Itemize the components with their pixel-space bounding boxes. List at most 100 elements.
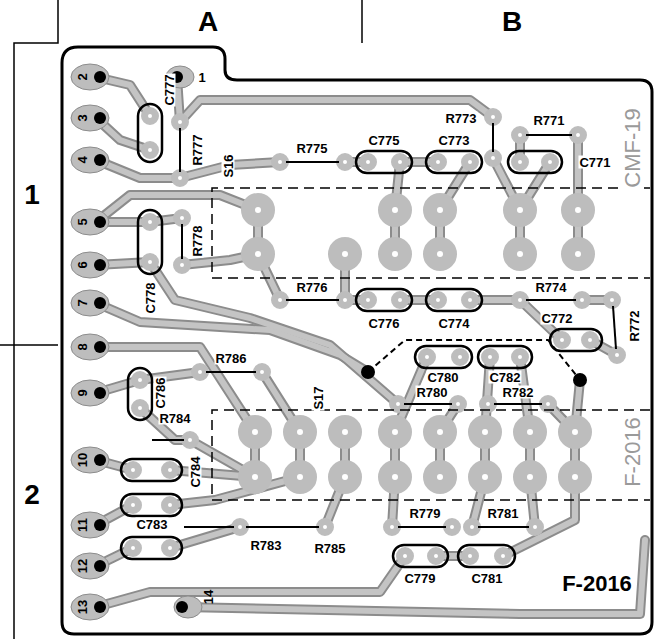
component-pad <box>393 399 404 410</box>
part-label: R771 <box>532 114 565 127</box>
component-pad <box>585 335 596 346</box>
capacitor-outline <box>121 537 182 559</box>
part-label: R782 <box>501 386 534 399</box>
grid-reference: B <box>502 8 522 36</box>
pin-hole <box>94 387 106 399</box>
pin-hole <box>94 71 106 83</box>
capacitor-outline <box>393 545 448 567</box>
capacitor-outline <box>121 104 602 567</box>
pin-hole <box>94 216 106 228</box>
edge-pad <box>71 512 109 538</box>
relay-pad <box>385 422 405 442</box>
capacitor-outline <box>121 494 182 516</box>
relay-pad <box>335 244 355 264</box>
part-label: R775 <box>295 142 328 155</box>
pin-number: 1 <box>198 71 205 84</box>
part-label: R784 <box>158 412 191 425</box>
pin-hole <box>94 341 106 353</box>
part-label: C776 <box>367 317 400 330</box>
part-label: C771 <box>578 156 611 169</box>
pin-number: 14 <box>202 590 215 604</box>
component-pad <box>465 551 476 562</box>
capacitor-outline <box>356 289 412 311</box>
board-id: F-2016 <box>560 573 634 595</box>
component-pad <box>195 367 206 378</box>
edge-pad <box>71 290 109 316</box>
part-label: R779 <box>408 507 441 520</box>
relay-outline <box>212 410 650 500</box>
part-label: C773 <box>437 134 470 147</box>
resistor-symbol <box>286 161 339 163</box>
component-pad <box>177 213 188 224</box>
component-pad <box>433 295 444 306</box>
relay-pad <box>565 467 585 487</box>
relay-pad <box>335 467 355 487</box>
component-pad <box>483 399 494 410</box>
relay-pad <box>510 244 530 264</box>
component-pad <box>135 375 146 386</box>
pin-number: 4 <box>76 156 89 163</box>
component-pad <box>515 157 526 168</box>
component-pad <box>128 543 139 554</box>
relay-pad <box>248 200 268 220</box>
part-label: R772 <box>628 309 641 342</box>
component-pad <box>145 257 156 268</box>
component-pad <box>363 295 374 306</box>
trace-fill <box>96 77 645 614</box>
component-pad <box>515 295 526 306</box>
part-label: C774 <box>437 317 470 330</box>
pin-number: 7 <box>76 299 89 306</box>
pin-number: 6 <box>76 261 89 268</box>
component-pad <box>431 551 442 562</box>
capacitor-outline <box>508 151 562 173</box>
component-pad <box>488 112 499 123</box>
capacitor-outline <box>426 289 482 311</box>
pin-number: 10 <box>76 453 89 467</box>
part-label: C783 <box>135 518 168 531</box>
edge-pad <box>174 596 202 618</box>
edge-pad <box>71 64 202 620</box>
part-label: S16 <box>222 153 235 178</box>
component-pad <box>145 111 156 122</box>
pin-hole <box>94 112 106 124</box>
component-pad <box>145 217 156 228</box>
grid-frame <box>0 344 58 346</box>
component-pad <box>387 522 398 533</box>
component-pad <box>175 173 186 184</box>
edge-pad <box>71 334 109 360</box>
relay-pad <box>520 422 540 442</box>
relay-pad <box>568 200 588 220</box>
edge-pad <box>71 64 109 90</box>
component-pad <box>340 295 351 306</box>
part-label: R778 <box>191 224 204 257</box>
part-label: C784 <box>189 455 202 488</box>
part-label: C777 <box>163 73 176 106</box>
component-pad <box>145 145 156 156</box>
resistor-symbol <box>526 134 572 136</box>
resistor-symbol <box>398 526 446 528</box>
part-label: C780 <box>426 371 459 384</box>
relay-pad <box>475 422 495 442</box>
relay-pad <box>430 244 450 264</box>
relay-pad <box>565 422 585 442</box>
part-label: R777 <box>191 133 204 166</box>
edge-pad <box>71 209 109 235</box>
part-label: S17 <box>312 385 325 410</box>
resistor-symbol <box>404 403 452 405</box>
resistor-symbol <box>206 371 256 373</box>
part-label: C772 <box>540 312 573 325</box>
part-label: R786 <box>214 352 247 365</box>
part-label: R773 <box>444 112 477 125</box>
part-label: R774 <box>534 281 567 294</box>
pin-number: 12 <box>76 559 89 573</box>
relay-pad <box>245 200 588 487</box>
edge-pad <box>71 105 109 131</box>
component-pad <box>400 551 411 562</box>
capacitor-outline <box>138 104 162 162</box>
component-pad <box>453 399 464 410</box>
pin-number: 5 <box>76 218 89 225</box>
pin-hole <box>94 454 106 466</box>
component-pad <box>165 500 176 511</box>
component-pad <box>128 111 623 562</box>
pin-hole <box>94 154 106 166</box>
